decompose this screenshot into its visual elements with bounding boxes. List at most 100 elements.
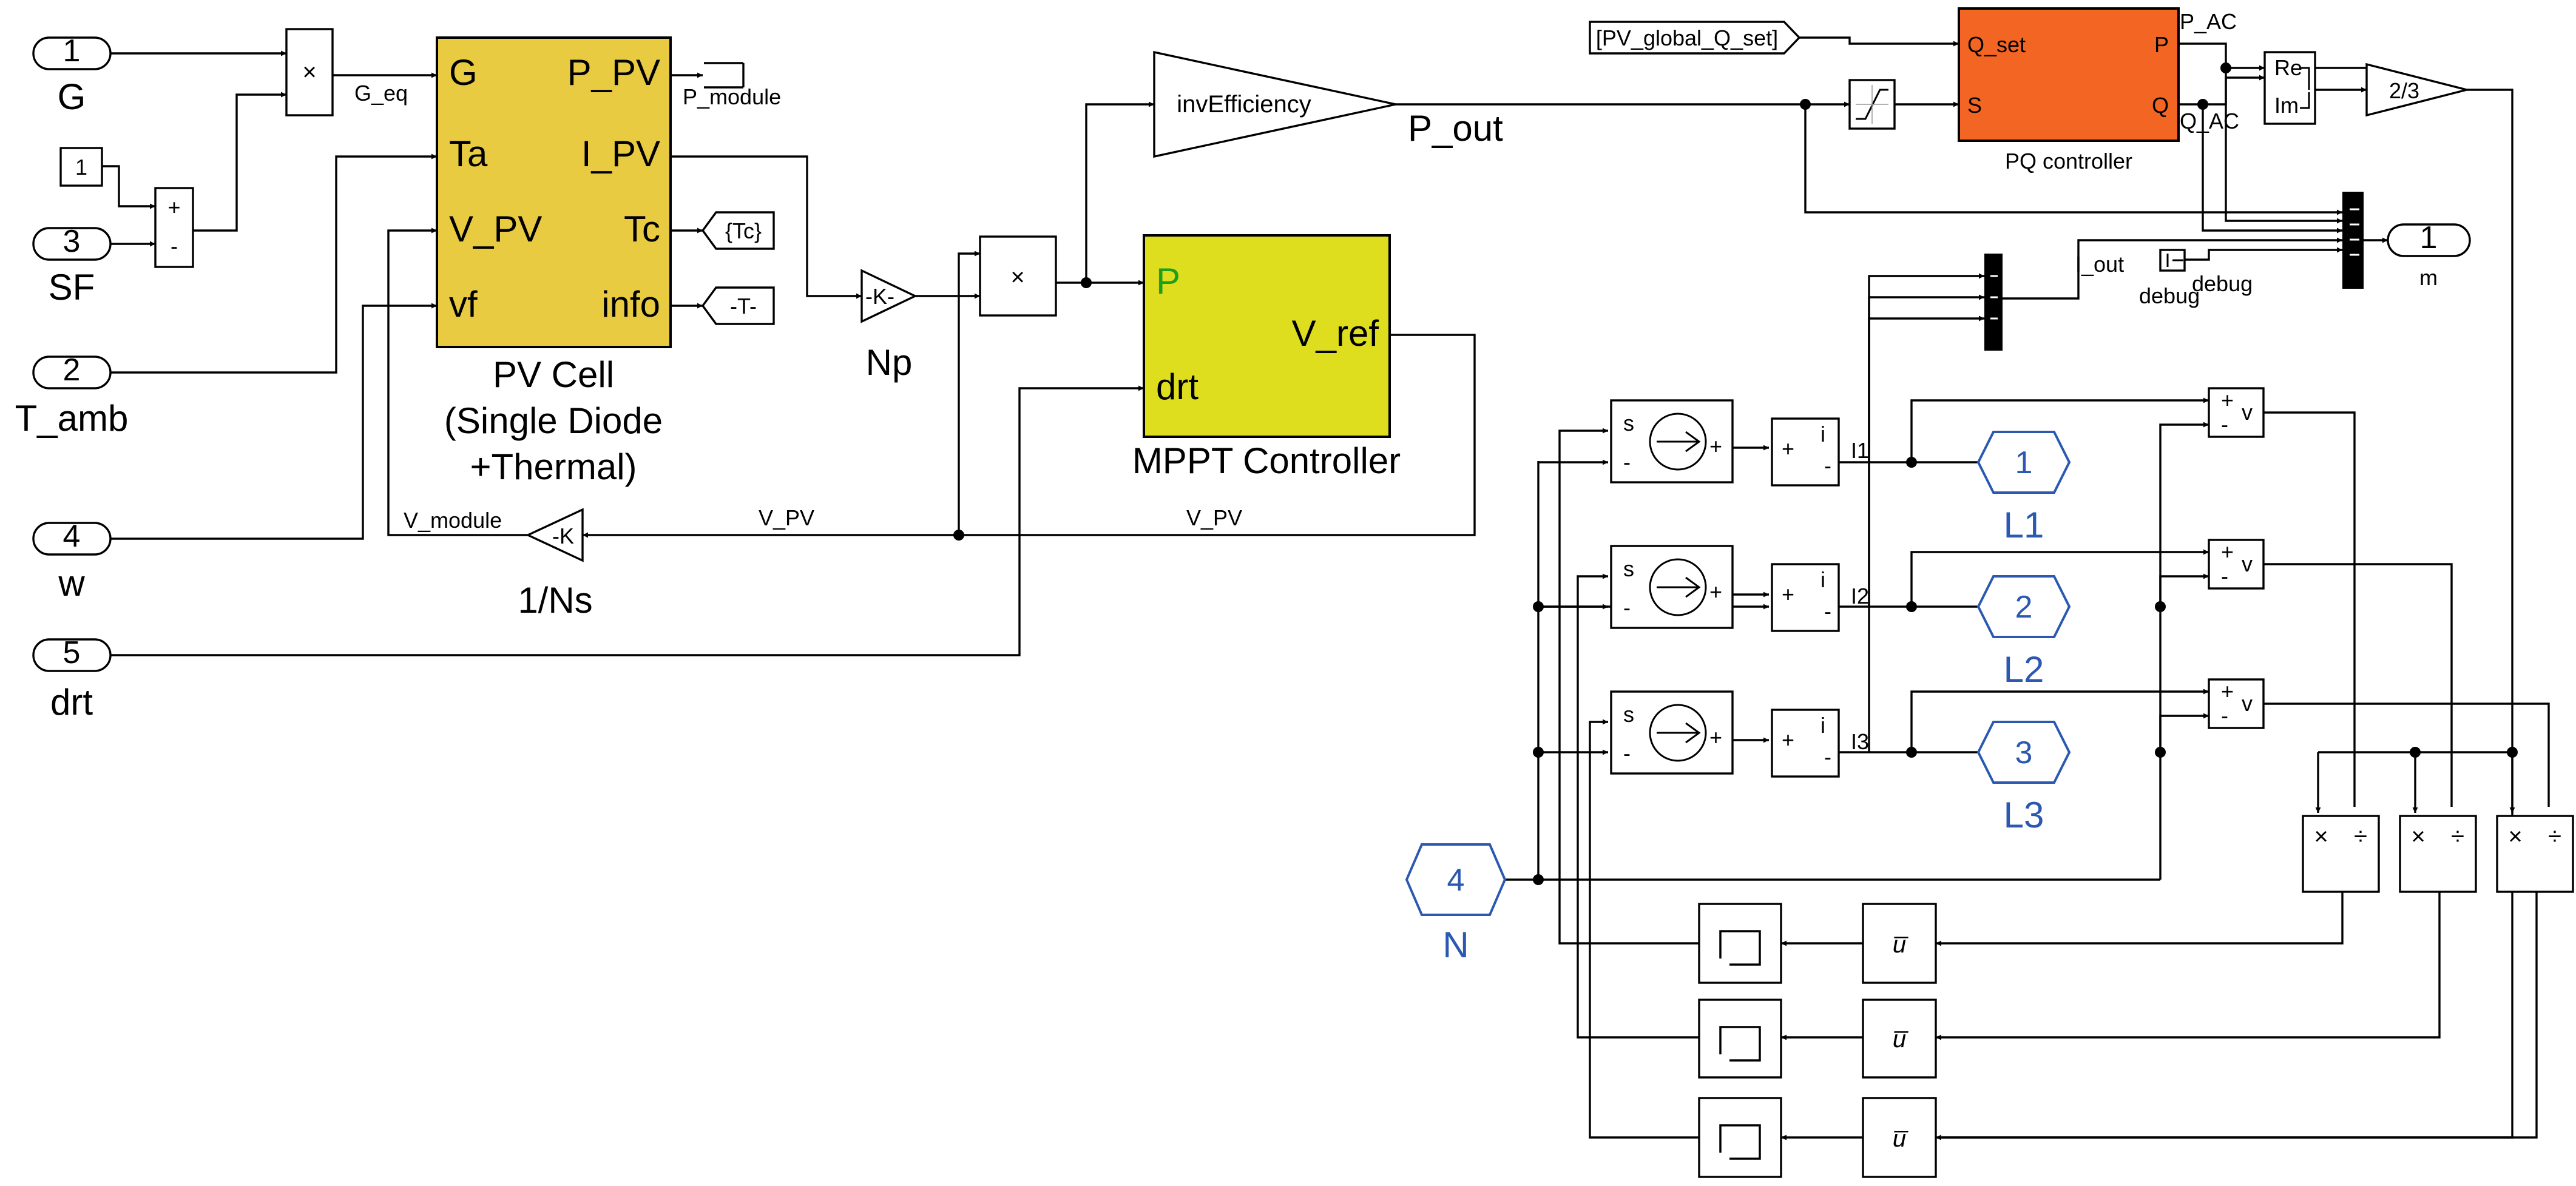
source-port-s: s	[1623, 411, 1634, 436]
signal-label-p-module: P_module	[683, 84, 781, 109]
p-module-terminator[interactable]	[704, 62, 745, 89]
wire-n-vm1	[2159, 422, 2209, 607]
product-power[interactable]: ×	[979, 235, 1057, 317]
wire-div1-mean	[1936, 892, 2344, 946]
conn-port-l3[interactable]: 3	[1976, 721, 2071, 784]
conn-port-number: 3	[2015, 735, 2033, 770]
conn-port-l2[interactable]: 2	[1976, 575, 2071, 638]
wire-w	[110, 303, 437, 540]
divide-times: ×	[2508, 823, 2522, 850]
current-measurement-3[interactable]: + i -	[1771, 709, 1840, 778]
mean-block-3[interactable]: u̅	[1862, 1097, 1937, 1178]
wire-i3	[1868, 315, 1984, 752]
global-q-from-tag[interactable]: [PV_global_Q_set]	[1589, 21, 1801, 55]
voltage-measurement-1[interactable]: + - v	[2208, 387, 2265, 438]
voltage-measurement-2[interactable]: + - v	[2208, 539, 2265, 590]
wire-vref	[583, 334, 1476, 538]
divide-2[interactable]: × ÷	[2399, 815, 2477, 893]
wire-vm3-out	[2263, 703, 2550, 807]
cm-i: i	[1820, 567, 1825, 592]
delay-block-2[interactable]	[1698, 999, 1782, 1079]
pq-controller-block[interactable]: Q_set S P Q	[1958, 7, 2180, 142]
pv-input-ta: Ta	[449, 133, 488, 174]
wire-ref3	[1589, 719, 1699, 1139]
delay-block-3[interactable]	[1698, 1097, 1782, 1178]
debug-block-label: debug	[2192, 271, 2253, 296]
gain-ns[interactable]: -K	[525, 508, 584, 562]
inport-tamb[interactable]: 2 T_amb	[15, 352, 129, 439]
cm-plus: +	[1782, 727, 1794, 752]
mppt-input-p: P	[1156, 261, 1180, 302]
current-measurement-2[interactable]: + i -	[1771, 563, 1840, 632]
saturation-block[interactable]	[1848, 79, 1896, 130]
vm-minus: -	[2221, 564, 2228, 588]
real-imag-to-complex[interactable]: Re Im	[2263, 51, 2316, 125]
mux-currents[interactable]	[1984, 254, 2003, 351]
tc-goto-tag[interactable]: {Tc}	[701, 211, 775, 250]
pv-input-g: G	[449, 52, 478, 93]
gain-np[interactable]: -K-	[860, 269, 918, 323]
mean-block-1[interactable]: u̅	[1862, 903, 1937, 984]
signal-label-p-ac: P_AC	[2180, 9, 2237, 34]
wire-div3-mean	[1936, 892, 2538, 1141]
divide-1[interactable]: × ÷	[2302, 815, 2380, 893]
current-source-3[interactable]: s - +	[1610, 690, 1734, 775]
debug-from-block[interactable]	[2159, 249, 2186, 272]
current-measurement-1[interactable]: + i -	[1771, 417, 1840, 487]
wire-iout	[2003, 237, 2342, 300]
voltage-measurement-3[interactable]: + - v	[2208, 678, 2265, 729]
inv-efficiency-label: invEfficiency	[1177, 91, 1311, 118]
divide-div: ÷	[2548, 823, 2561, 850]
pv-output-ipv: I_PV	[581, 133, 660, 174]
gain-ns-label: 1/Ns	[518, 580, 592, 621]
wire-pq-q	[2179, 75, 2265, 106]
inport-w[interactable]: 4 w	[32, 519, 112, 604]
sum-block[interactable]: + -	[154, 187, 194, 268]
inport-drt[interactable]: 5 drt	[32, 635, 112, 723]
conn-port-n[interactable]: 4	[1405, 843, 1507, 916]
t-goto-tag[interactable]: -T-	[701, 286, 775, 325]
cm-plus: +	[1782, 582, 1794, 607]
divide-times: ×	[2411, 823, 2425, 850]
current-source-1[interactable]: s - +	[1610, 399, 1734, 483]
wire-l1-vm	[1910, 397, 2209, 462]
current-source-2[interactable]: s - +	[1610, 545, 1734, 629]
cm-plus: +	[1782, 436, 1794, 461]
conn-port-label-l3: L3	[2004, 795, 2044, 835]
wire-div2-mean	[1936, 892, 2441, 1040]
wire-tamb	[110, 153, 437, 374]
source-port-minus: -	[1623, 741, 1631, 766]
mppt-controller-block[interactable]: P drt V_ref	[1143, 234, 1391, 438]
vm-plus: +	[2221, 388, 2234, 413]
cm-minus: -	[1824, 453, 1831, 478]
signal-label-i3: I3	[1851, 729, 1869, 754]
gain-two-thirds[interactable]: 2/3	[2365, 62, 2467, 117]
conn-port-l1[interactable]: 1	[1976, 431, 2071, 494]
inport-label: w	[58, 563, 85, 604]
complex-re: Re	[2274, 55, 2302, 80]
wire-ipv	[671, 155, 862, 299]
pq-input-s: S	[1967, 93, 1982, 118]
product-irradiance[interactable]: ×	[285, 28, 334, 116]
conn-port-number: 4	[1447, 863, 1465, 898]
delay-block-1[interactable]	[1698, 903, 1782, 984]
junction	[2155, 747, 2166, 758]
pv-cell-block[interactable]: G Ta V_PV vf P_PV I_PV Tc info	[436, 36, 672, 348]
wire-pq-p	[2179, 42, 2265, 71]
wire-pac-mux	[2225, 68, 2342, 224]
signal-lines	[102, 36, 2550, 1141]
mux-output[interactable]	[2342, 192, 2364, 289]
wire-power-inv	[1085, 101, 1154, 283]
inport-g[interactable]: 1 G	[32, 33, 112, 117]
gain-inv-efficiency[interactable]: invEfficiency	[1153, 50, 1396, 158]
mean-block-2[interactable]: u̅	[1862, 999, 1937, 1079]
pq-title: PQ controller	[2005, 149, 2132, 174]
mean-symbol: u̅	[1893, 1026, 1908, 1053]
inport-sf[interactable]: 3 SF	[32, 224, 112, 308]
junction	[2220, 62, 2231, 73]
constant-block[interactable]: 1	[59, 147, 103, 187]
vm-plus: +	[2221, 679, 2234, 704]
outport-m[interactable]: 1	[2387, 220, 2471, 257]
pv-cell-body	[436, 36, 672, 348]
divide-3[interactable]: × ÷	[2496, 815, 2574, 893]
